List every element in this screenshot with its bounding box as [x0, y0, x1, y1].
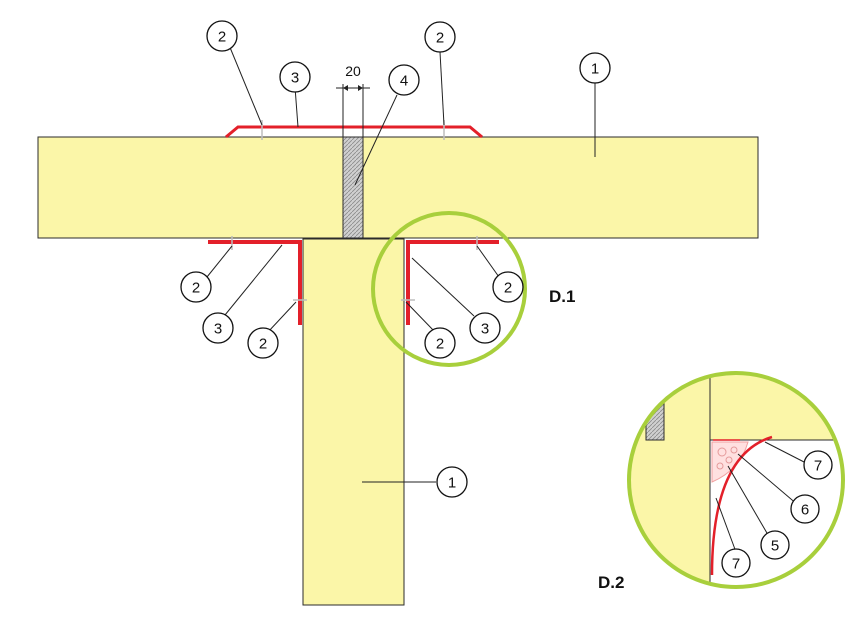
callout-right-lower-2: 2 [424, 327, 456, 359]
right-angle-profile [406, 240, 499, 325]
joint-gap [342, 136, 364, 239]
svg-text:2: 2 [436, 336, 444, 353]
svg-text:4: 4 [400, 73, 408, 90]
svg-text:2: 2 [192, 280, 200, 297]
callout-top-4: 4 [388, 64, 420, 96]
left-angle-profile [208, 240, 302, 325]
svg-text:5: 5 [771, 538, 779, 555]
detail-label-d1: D.1 [549, 287, 575, 306]
svg-text:6: 6 [801, 502, 809, 519]
svg-text:2: 2 [504, 280, 512, 297]
svg-text:2: 2 [218, 29, 226, 46]
callout-top-left-2: 2 [206, 20, 238, 52]
leader-lines [206, 44, 596, 483]
callout-left-3: 3 [202, 312, 234, 344]
callout-column-1: 1 [436, 466, 468, 498]
callout-zoom-7-bottom: 7 [721, 548, 751, 578]
svg-text:2: 2 [436, 30, 444, 47]
svg-text:1: 1 [448, 475, 456, 492]
svg-text:7: 7 [732, 556, 740, 573]
svg-text:3: 3 [481, 321, 489, 338]
callout-top-far-1: 1 [579, 52, 611, 84]
callout-left-2: 2 [180, 271, 212, 303]
detail-d2-ring [627, 371, 845, 589]
detail-d1-ring [371, 211, 527, 367]
callout-zoom-5: 5 [760, 530, 790, 560]
svg-text:7: 7 [814, 458, 822, 475]
svg-text:1: 1 [591, 61, 599, 78]
detail-label-d2: D.2 [598, 573, 624, 592]
callout-right-3: 3 [469, 312, 501, 344]
callout-left-lower-2: 2 [247, 327, 279, 359]
callout-top-right-2: 2 [424, 21, 456, 53]
top-cover-profile [225, 125, 483, 139]
dimension-20: 20 [336, 63, 370, 137]
callout-top-3: 3 [279, 61, 311, 93]
svg-text:3: 3 [291, 70, 299, 87]
callout-zoom-6: 6 [790, 494, 820, 524]
svg-text:3: 3 [214, 321, 222, 338]
svg-text:2: 2 [259, 336, 267, 353]
vertical-column [302, 238, 405, 606]
dimension-label: 20 [345, 63, 361, 79]
horizontal-panel [37, 136, 759, 239]
callout-zoom-7-top: 7 [803, 450, 833, 480]
zoom-leader-lines [715, 441, 807, 553]
callout-right-2: 2 [492, 271, 524, 303]
